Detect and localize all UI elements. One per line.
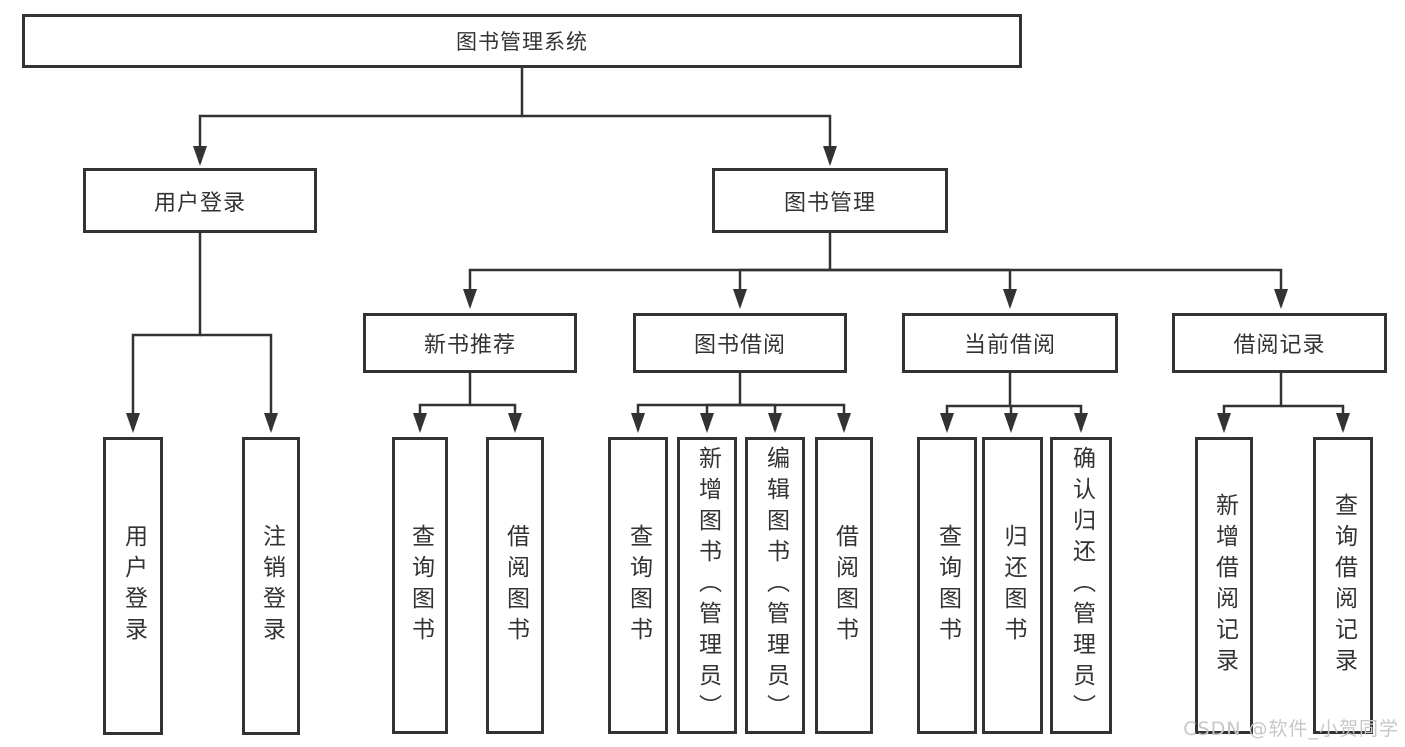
- node-label: 借阅图书: [831, 523, 858, 648]
- node-leaf-return-book: 归还图书: [982, 437, 1043, 734]
- node-label: 查询借阅记录: [1330, 492, 1357, 679]
- node-label: 确认归还（管理员）: [1068, 446, 1095, 725]
- node-label: 新书推荐: [423, 333, 516, 358]
- csdn-watermark: CSDN @软件_小贺同学: [1183, 718, 1399, 740]
- node-label: 查询图书: [934, 523, 961, 648]
- node-leaf-query-books-borrow: 查询图书: [608, 437, 668, 734]
- node-leaf-query-borrow-record: 查询借阅记录: [1313, 437, 1373, 734]
- node-leaf-add-borrow-record: 新增借阅记录: [1195, 437, 1253, 734]
- node-leaf-logout: 注销登录: [242, 437, 300, 735]
- node-book-management: 图书管理: [712, 168, 948, 233]
- node-label: 用户登录: [120, 524, 147, 648]
- node-label: 查询图书: [407, 523, 434, 648]
- node-leaf-add-book-admin: 新增图书（管理员）: [677, 437, 737, 734]
- node-root: 图书管理系统: [22, 14, 1022, 68]
- node-label: 当前借阅: [963, 333, 1056, 358]
- node-leaf-confirm-return-admin: 确认归还（管理员）: [1050, 437, 1112, 734]
- node-leaf-borrow-books: 借阅图书: [815, 437, 873, 734]
- node-label: 编辑图书（管理员）: [762, 446, 789, 725]
- connector: [126, 68, 1350, 433]
- node-borrow-records: 借阅记录: [1172, 313, 1387, 373]
- node-new-book-recommend: 新书推荐: [363, 313, 577, 373]
- node-label: 新增借阅记录: [1211, 492, 1238, 679]
- node-label: 借阅记录: [1233, 333, 1326, 358]
- node-leaf-borrow-books-recommend: 借阅图书: [486, 437, 544, 734]
- node-label: 借阅图书: [502, 523, 529, 648]
- node-leaf-user-login: 用户登录: [103, 437, 163, 735]
- node-label: 图书借阅: [693, 333, 786, 358]
- node-label: 注销登录: [258, 524, 285, 648]
- node-leaf-edit-book-admin: 编辑图书（管理员）: [745, 437, 805, 734]
- node-label: 查询图书: [625, 523, 652, 648]
- node-current-borrow: 当前借阅: [902, 313, 1118, 373]
- node-label: 新增图书（管理员）: [694, 446, 721, 725]
- node-label: 图书管理系统: [456, 30, 588, 54]
- node-leaf-query-books-recommend: 查询图书: [392, 437, 448, 734]
- node-book-borrow: 图书借阅: [633, 313, 847, 373]
- node-label: 图书管理: [783, 190, 876, 216]
- node-label: 归还图书: [1000, 523, 1026, 648]
- node-label: 用户登录: [153, 190, 246, 216]
- node-leaf-query-books-current: 查询图书: [917, 437, 977, 734]
- node-user-login: 用户登录: [83, 168, 317, 233]
